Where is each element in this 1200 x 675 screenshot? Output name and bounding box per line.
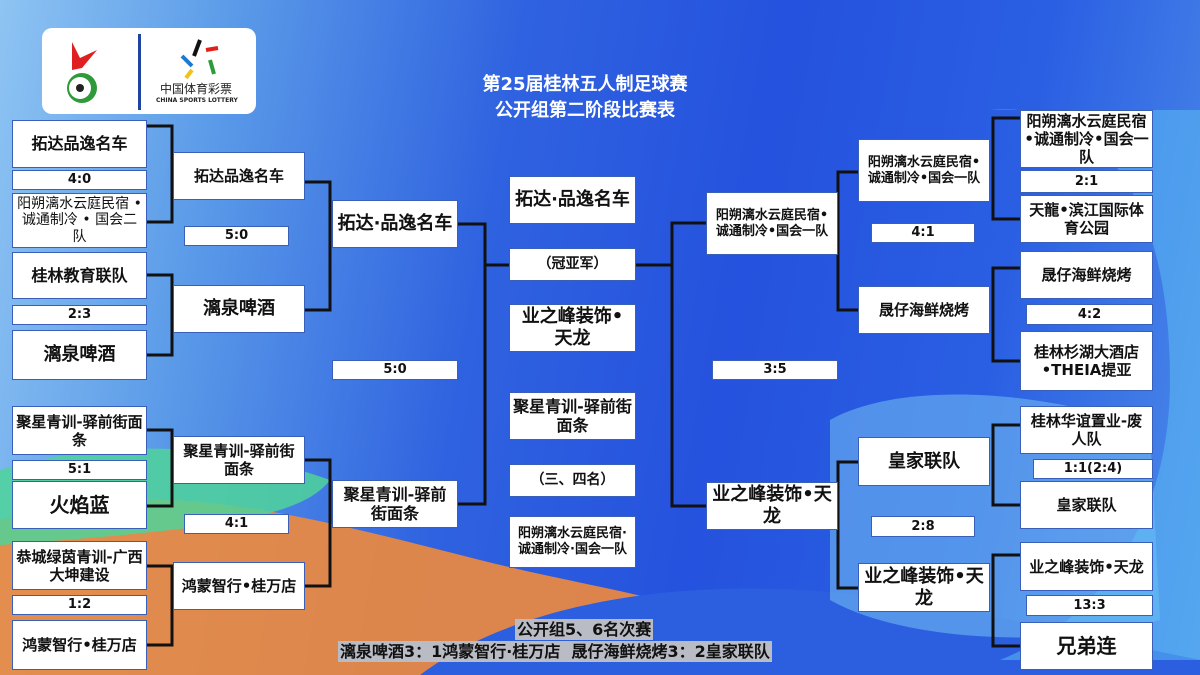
team-slot: 火焰蓝 (12, 481, 147, 529)
page-subtitle: 公开组第二阶段比赛表 (495, 100, 675, 121)
placement-heading: 公开组5、6名次赛 (515, 619, 654, 640)
match-score: 3:5 (712, 360, 838, 380)
placement-results: 漓泉啤酒3：1鸿蒙智行·桂万店 晟仔海鲜烧烤3：2皇家联队 (338, 641, 772, 662)
match-score: 13:3 (1026, 595, 1153, 616)
team-slot: 桂林教育联队 (12, 252, 147, 299)
team-slot: 聚星青训-驿前街面条 (173, 436, 305, 484)
third-place-slot: 聚星青训-驿前街面条 (509, 392, 636, 440)
match-score: 4:0 (12, 170, 147, 190)
match-score: 2:1 (1020, 170, 1153, 193)
match-score: 1:2 (12, 595, 147, 615)
team-slot: 业之峰装饰•天龙 (858, 563, 990, 612)
match-score: 4:2 (1026, 304, 1153, 325)
team-slot: 聚星青训-驿前街面条 (12, 406, 147, 455)
match-score: 5:1 (12, 460, 147, 480)
match-score: 5:0 (332, 360, 458, 380)
football-logo-icon (67, 34, 219, 110)
team-slot: 晟仔海鲜烧烤 (1020, 251, 1153, 299)
lottery-name: 中国体育彩票 (160, 82, 233, 96)
sponsor-logo: 中国体育彩票 CHINA SPORTS LOTTERY (42, 28, 256, 114)
runner-up-slot: 业之峰装饰•天龙 (509, 304, 636, 352)
team-slot: 业之峰装饰•天龙 (1020, 542, 1153, 591)
match-score: 4:1 (871, 223, 975, 243)
team-slot: 阳朔漓水云庭民宿•诚通制冷•国会一队 (706, 192, 838, 255)
team-slot: 桂林华谊置业-废人队 (1020, 406, 1153, 454)
team-slot: 晟仔海鲜烧烤 (858, 286, 990, 334)
team-slot: 阳朔漓水云庭民宿•诚通制冷•国会一队 (1020, 110, 1153, 168)
team-slot: 皇家联队 (858, 437, 990, 486)
team-slot: 拓达·品逸名车 (332, 200, 458, 248)
team-slot: 漓泉啤酒 (12, 330, 147, 380)
match-score: 5:0 (184, 226, 289, 246)
team-slot: 兄弟连 (1020, 622, 1153, 670)
lottery-name-en: CHINA SPORTS LOTTERY (156, 97, 238, 104)
match-score: 4:1 (184, 514, 289, 534)
champion-slot: 拓达·品逸名车 (509, 176, 636, 224)
team-slot: 天龍•滨江国际体育公园 (1020, 195, 1153, 243)
match-score: 1:1(2:4) (1033, 459, 1153, 479)
team-slot: 鸿蒙智行•桂万店 (173, 562, 305, 610)
team-slot: 拓达品逸名车 (12, 120, 147, 168)
match-score: 2:3 (12, 305, 147, 325)
match-score: 2:8 (871, 516, 975, 537)
team-slot: 鸿蒙智行•桂万店 (12, 620, 147, 670)
team-slot: 拓达品逸名车 (173, 152, 305, 200)
page-title: 第25届桂林五人制足球赛 (482, 74, 688, 95)
team-slot: 业之峰装饰•天龙 (706, 482, 838, 530)
third-fourth-label: （三、四名） (509, 464, 636, 497)
team-slot: 阳朔漓水云庭民宿•诚通制冷•国会一队 (858, 139, 990, 202)
team-slot: 漓泉啤酒 (173, 285, 305, 333)
team-slot: 皇家联队 (1020, 481, 1153, 529)
team-slot: 恭城绿茵青训-广西大坤建设 (12, 541, 147, 590)
fourth-place-slot: 阳朔漓水云庭民宿·诚通制冷·国会一队 (509, 516, 636, 568)
team-slot: 阳朔漓水云庭民宿 • 诚通制冷 • 国会二队 (12, 193, 147, 248)
final-label: （冠亚军） (509, 248, 636, 281)
team-slot: 桂林杉湖大酒店•THEIA提亚 (1020, 331, 1153, 391)
team-slot: 聚星青训-驿前街面条 (332, 480, 458, 528)
